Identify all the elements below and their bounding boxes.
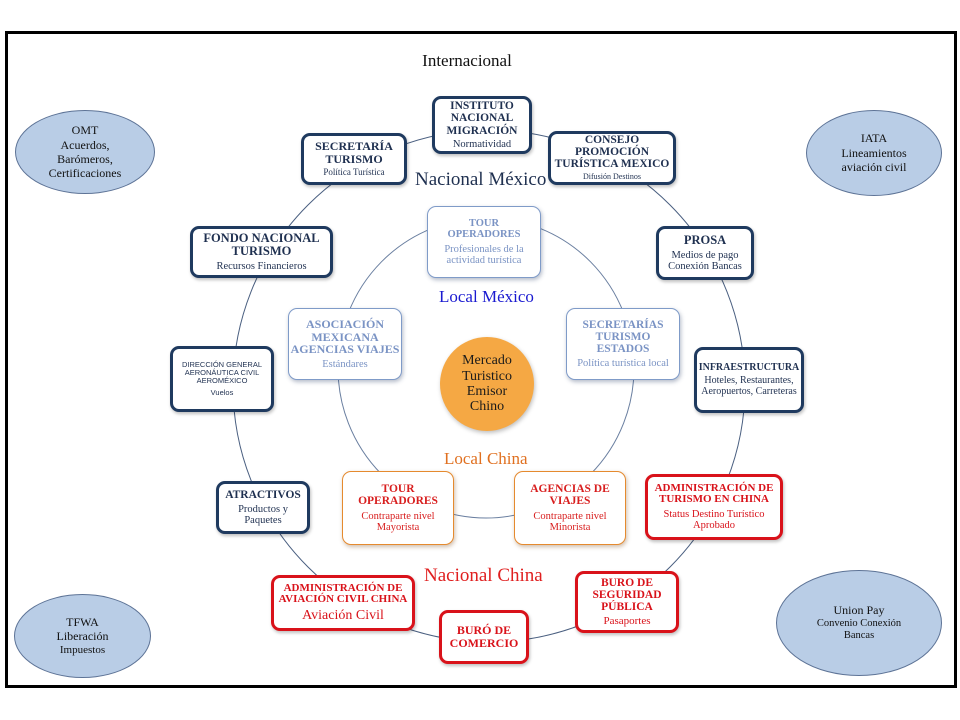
node-title: NACIONAL (450, 112, 514, 125)
node-subtitle: Difusión Destinos (583, 172, 641, 182)
center-line: Turistico (461, 368, 513, 384)
node-instituto-nacional-migracion: INSTITUTO NACIONAL MIGRACIÓN Normativida… (432, 96, 532, 154)
node-fondo-nacional-turismo: FONDO NACIONAL TURISMO Recursos Financie… (190, 226, 333, 278)
node-title: TOUR (468, 218, 500, 230)
node-subtitle: Profesionales de la actividad turística (444, 243, 524, 266)
omt-line: Barómeros, (57, 152, 113, 166)
tfwa-title: TFWA (66, 615, 99, 630)
node-title: FONDO NACIONAL (203, 230, 320, 245)
node-consejo-promocion-turistica: CONSEJO PROMOCIÓN TURÍSTICA MEXICO Difus… (548, 131, 676, 185)
node-tour-operadores-mexico: TOUR OPERADORES Profesionales de la acti… (427, 206, 541, 278)
node-title: ASOCIACIÓN (305, 317, 384, 332)
node-title: OPERADORES (447, 229, 521, 241)
node-subtitle: Contraparte nivel Mayorista (361, 510, 435, 533)
iata-line: aviación civil (841, 160, 907, 175)
node-mercado-turistico-emisor-chino: Mercado Turistico Emisor Chino (440, 337, 534, 431)
node-title: TURISMO (231, 243, 292, 258)
node-tfwa: TFWA Liberación Impuestos (14, 594, 151, 678)
unionpay-line: Convenio Conexión (816, 617, 902, 629)
node-direccion-general-aeronautica: DIRECCIÓN GENERAL AERONÁUTICA CIVIL AERO… (170, 346, 274, 412)
node-title: ADMINISTRACIÓN DE (283, 581, 403, 594)
title-international: Internacional (422, 51, 512, 70)
node-title: SECRETARÍAS (582, 318, 664, 331)
unionpay-line: Bancas (843, 630, 875, 642)
node-title: AGENCIAS DE (530, 483, 610, 496)
node-title: SEGURIDAD (592, 588, 662, 601)
tfwa-line: Liberación (56, 629, 109, 644)
node-agencias-de-viajes-china: AGENCIAS DE VIAJES Contraparte nivel Min… (514, 471, 626, 545)
iata-line: Lineamientos (841, 145, 907, 160)
node-title: TURISMO (595, 330, 651, 343)
center-line: Chino (469, 399, 505, 415)
node-subtitle: Medios de pago Conexión Bancas (668, 250, 742, 273)
node-title: PROSA (683, 232, 727, 247)
node-asociacion-mexicana-agencias: ASOCIACIÓN MEXICANA AGENCIAS VIAJES Está… (288, 308, 402, 380)
unionpay-title: Union Pay (833, 603, 885, 618)
node-unionpay: Union Pay Convenio Conexión Bancas (776, 570, 942, 676)
node-title: VIAJES (549, 495, 591, 508)
node-title: PÚBLICA (601, 600, 653, 613)
node-title: MEXICANA (311, 329, 379, 344)
node-administracion-turismo-china: ADMINISTRACIÓN DE TURISMO EN CHINA Statu… (645, 474, 783, 540)
node-prosa: PROSA Medios de pago Conexión Bancas (656, 226, 754, 280)
node-title: INSTITUTO (450, 100, 514, 113)
node-infraestructura: INFRAESTRUCTURA Hoteles, Restaurantes, A… (694, 347, 804, 413)
node-title: AVIACIÓN CIVIL CHINA (278, 593, 408, 606)
node-title: BURÓ DE (456, 623, 512, 638)
node-title: MIGRACIÓN (446, 124, 518, 137)
node-secretarias-turismo-estados: SECRETARÍAS TURISMO ESTADOS Política tur… (566, 308, 680, 380)
node-title: AERONÁUTICA CIVIL (184, 367, 260, 377)
diagram-frame (5, 31, 957, 688)
node-title: COMERCIO (449, 636, 519, 650)
iata-title: IATA (860, 131, 888, 146)
node-title: TOUR (381, 483, 415, 496)
omt-title: OMT (71, 123, 99, 138)
node-title: TURISMO EN CHINA (658, 493, 769, 506)
diagram-title: Internacional (0, 51, 960, 71)
node-title: ADMINISTRACIÓN DE (654, 481, 774, 494)
node-subtitle: Status Destino Turístico Aprobado (663, 509, 765, 532)
node-tour-operadores-china: TOUR OPERADORES Contraparte nivel Mayori… (342, 471, 454, 545)
node-title: INFRAESTRUCTURA (698, 361, 800, 373)
node-atractivos: ATRACTIVOS Productos y Paquetes (216, 481, 310, 534)
node-title: SECRETARÍA (315, 139, 393, 154)
node-title: TURÍSTICA MEXICO (554, 158, 670, 171)
node-administracion-aviacion-civil-china: ADMINISTRACIÓN DE AVIACIÓN CIVIL CHINA A… (271, 575, 415, 631)
center-line: Mercado (462, 353, 512, 369)
node-subtitle: Contraparte nivel Minorista (533, 510, 607, 533)
tfwa-line: Impuestos (59, 643, 106, 656)
node-title: AEROMÉXICO (196, 375, 248, 385)
node-title: PROMOCIÓN (574, 146, 650, 159)
node-subtitle: Recursos Financieros (216, 261, 307, 273)
node-subtitle: Productos y Paquetes (238, 504, 288, 527)
node-title: TURISMO (325, 151, 383, 166)
node-iata: IATA Lineamientos aviación civil (806, 110, 942, 196)
omt-line: Acuerdos, (60, 137, 110, 152)
node-title: CONSEJO (584, 134, 640, 147)
node-title: OPERADORES (358, 495, 438, 508)
node-title: AGENCIAS VIAJES (290, 342, 400, 357)
node-buro-seguridad-publica: BURO DE SEGURIDAD PÚBLICA Pasaportes (575, 571, 679, 633)
label-nacional-mexico: Nacional México (415, 169, 547, 190)
node-subtitle: Estándares (322, 358, 368, 370)
node-title: ATRACTIVOS (225, 488, 301, 501)
node-title: ESTADOS (596, 343, 650, 356)
node-buro-de-comercio: BURÓ DE COMERCIO (439, 610, 529, 664)
node-subtitle: Política Turística (323, 167, 385, 178)
node-subtitle: Pasaportes (603, 614, 651, 627)
node-subtitle: Hoteles, Restaurantes, Aeropuertos, Carr… (701, 375, 797, 397)
node-subtitle: Política turística local (577, 358, 669, 370)
node-omt: OMT Acuerdos, Barómeros, Certificaciones (15, 110, 155, 194)
label-local-china: Local China (444, 449, 528, 468)
node-subtitle: Normatividad (452, 138, 512, 150)
node-title: BURO DE (600, 576, 654, 589)
node-subtitle: Vuelos (210, 388, 234, 398)
omt-line: Certificaciones (48, 166, 122, 181)
label-nacional-china: Nacional China (424, 565, 543, 586)
node-secretaria-turismo: SECRETARÍA TURISMO Política Turística (301, 133, 407, 185)
center-line: Emisor (466, 384, 508, 399)
label-local-mexico: Local México (439, 287, 534, 306)
node-title: DIRECCIÓN GENERAL (181, 359, 262, 369)
node-subtitle: Aviación Civil (302, 607, 384, 623)
